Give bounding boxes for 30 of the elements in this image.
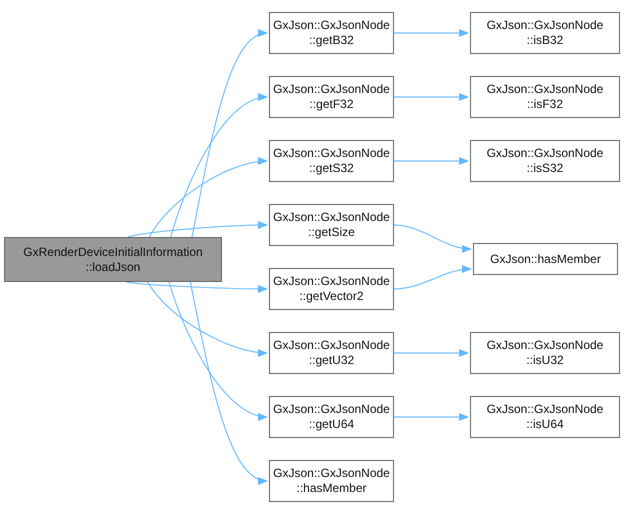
arrow <box>394 266 472 290</box>
arrow <box>126 282 268 293</box>
function-box: GxJson::GxJsonNode ::isU32 <box>470 332 620 374</box>
arrow <box>394 349 469 357</box>
arrow <box>128 221 268 238</box>
arrow <box>190 282 268 483</box>
arrow <box>394 29 469 37</box>
function-box: GxJson::GxJsonNode ::getB32 <box>269 12 394 54</box>
function-box-highlighted: GxRenderDeviceInitialInformation ::loadJson <box>4 237 222 282</box>
arrow <box>147 282 268 356</box>
arrow <box>170 94 268 238</box>
function-box: GxJson::GxJsonNode ::isU64 <box>470 396 620 438</box>
function-box: GxJson::GxJsonNode ::hasMember <box>269 460 394 502</box>
arrow <box>394 93 469 101</box>
arrow <box>168 282 268 420</box>
arrow <box>148 158 268 238</box>
function-box: GxJson::GxJsonNode ::getF32 <box>269 76 394 118</box>
function-box: GxJson::GxJsonNode ::isF32 <box>470 76 620 118</box>
arrow <box>394 413 469 421</box>
function-box: GxJson::GxJsonNode ::getU32 <box>269 332 394 374</box>
arrow <box>394 224 472 252</box>
function-box: GxJson::GxJsonNode ::getS32 <box>269 140 394 182</box>
arrow <box>192 31 268 238</box>
function-box: GxJson::GxJsonNode ::getSize <box>269 204 394 246</box>
function-box: GxJson::GxJsonNode ::isS32 <box>470 140 620 182</box>
function-box: GxJson::hasMember <box>473 243 618 275</box>
function-box: GxJson::GxJsonNode ::isB32 <box>470 12 620 54</box>
function-box: GxJson::GxJsonNode ::getU64 <box>269 396 394 438</box>
function-box: GxJson::GxJsonNode ::getVector2 <box>269 268 394 310</box>
arrow <box>394 157 469 165</box>
